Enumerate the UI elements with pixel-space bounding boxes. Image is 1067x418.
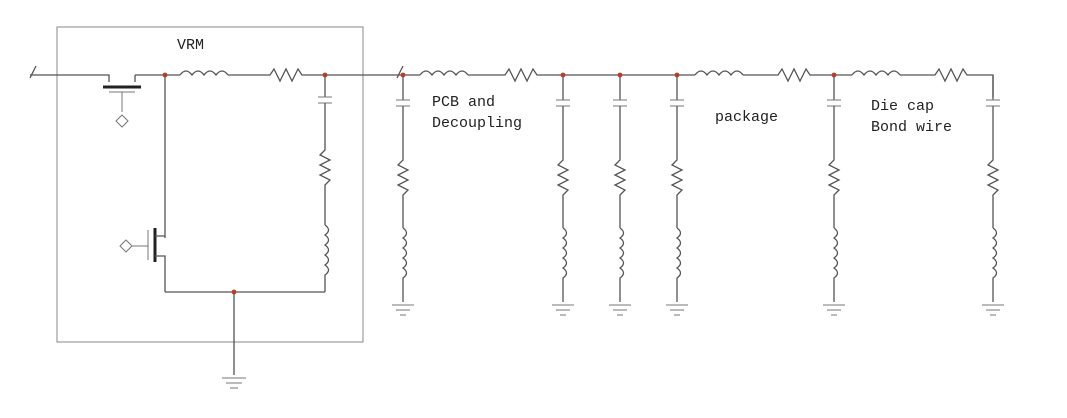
package-series-inductor <box>694 70 744 77</box>
shunt-branch <box>392 75 414 316</box>
pcb-label-line1: PCB and <box>432 94 495 111</box>
vrm-resistor <box>228 67 325 83</box>
decoupling-capacitor <box>396 99 410 107</box>
node-dot <box>831 72 837 78</box>
ground-symbol <box>392 304 414 316</box>
shunt-branches <box>392 75 1004 316</box>
node-dot <box>162 72 168 78</box>
low-side-transistor <box>119 228 166 292</box>
vrm-box <box>56 26 364 343</box>
shunt-branch <box>982 75 1004 316</box>
gate-drive-symbol-top <box>115 114 129 128</box>
node-dots <box>162 72 837 295</box>
node-dot <box>231 289 237 295</box>
esl-inductor <box>675 227 682 302</box>
ground-symbol <box>823 304 845 316</box>
decoupling-capacitor <box>556 99 570 107</box>
decoupling-capacitor <box>613 99 627 107</box>
ground-symbol <box>609 304 631 316</box>
shunt-branch <box>823 75 845 316</box>
input-source-mark <box>29 65 37 79</box>
ground-symbol <box>552 304 574 316</box>
ground-symbol <box>982 304 1004 316</box>
die-label-line2: Bond wire <box>871 119 952 136</box>
gate-drive-symbol-bottom <box>119 239 133 253</box>
esr-resistor <box>396 106 410 228</box>
pcb-series-resistor <box>468 67 695 83</box>
esr-resistor <box>986 106 1000 228</box>
decoupling-capacitor <box>670 99 684 107</box>
node-dot <box>560 72 566 78</box>
high-side-transistor <box>103 74 180 128</box>
node-dot <box>400 72 406 78</box>
shunt-branch <box>666 75 688 316</box>
shunt-branch <box>552 75 574 316</box>
die-series-resistor <box>900 67 994 97</box>
vrm-inductor <box>179 70 229 77</box>
package-series-resistor <box>743 67 852 83</box>
pcb-label-line2: Decoupling <box>432 115 522 132</box>
die-label-line1: Die cap <box>871 98 934 115</box>
vrm-label: VRM <box>177 37 204 54</box>
ground-symbol <box>666 304 688 316</box>
vrm-ground <box>222 292 246 389</box>
decoupling-capacitor <box>986 99 1000 107</box>
pcb-series-inductor <box>419 70 469 77</box>
vrm-output-branch <box>165 75 332 293</box>
node-dot <box>322 72 328 78</box>
pcb-source-mark <box>396 65 404 79</box>
node-dot <box>617 72 623 78</box>
esl-inductor <box>618 227 625 302</box>
esr-resistor <box>670 106 684 228</box>
esr-resistor <box>613 106 627 228</box>
esl-inductor <box>832 227 839 302</box>
package-label: package <box>715 109 778 126</box>
node-dot <box>674 72 680 78</box>
die-series-inductor <box>851 70 901 77</box>
esl-inductor <box>991 227 998 302</box>
decoupling-capacitor <box>827 99 841 107</box>
shunt-branch <box>609 75 631 316</box>
esr-resistor <box>827 106 841 228</box>
esr-resistor <box>556 106 570 228</box>
esl-inductor <box>401 227 408 302</box>
esl-inductor <box>561 227 568 302</box>
